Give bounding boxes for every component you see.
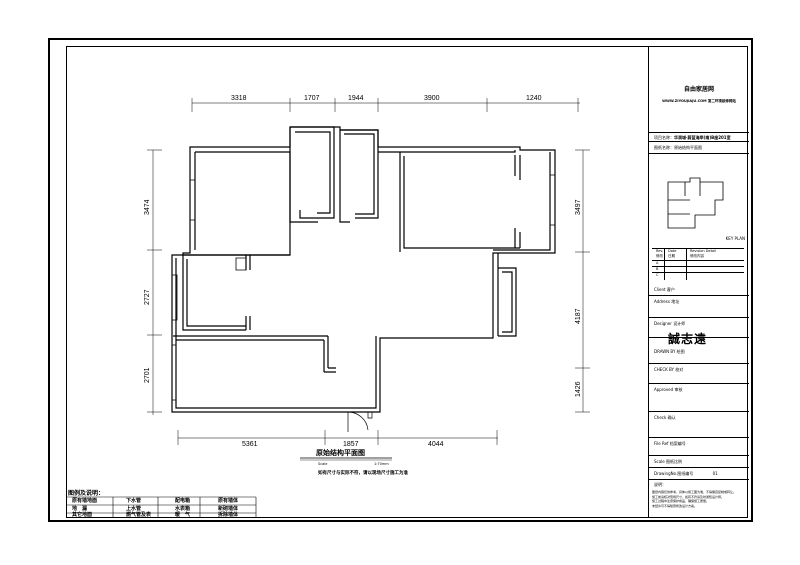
dim-right-1: 3497 [575, 199, 582, 215]
drawn-by-row: DRAWN BY 绘图 [649, 346, 749, 364]
approved-row: Approved 审核 [649, 384, 749, 412]
drawing-name-value: 原始结构平面图 [674, 145, 702, 150]
column [235, 257, 247, 271]
rev-header-rev-cn: 修改 [656, 254, 663, 258]
legend-item: 水表箱 [175, 506, 191, 512]
legend-item: 地 漏 [72, 506, 88, 512]
note-line-2: 施工前请核对现场尺寸，如有不符请及时通知设计师。 [652, 494, 725, 499]
note-line-3: 施工过程中注意保护成品，确保施工质量。 [652, 499, 710, 503]
rev-header-date-cn: 日期 [668, 254, 675, 258]
project-row: 项目名称：华润城·蔚蓝海岸(南)B座201室 [649, 132, 749, 142]
project-value: 华润城·蔚蓝海岸(南)B座201室 [674, 135, 731, 140]
inner-border [66, 46, 748, 518]
key-plan-label: KEY PLAN [725, 236, 745, 241]
drawing-title: 原始结构平面图 [316, 449, 365, 457]
drawing-name-label: 图纸名称： [654, 145, 674, 150]
dim-top-5: 1240 [526, 95, 542, 102]
legend-title: 图例及说明： [68, 490, 105, 497]
dim-bottom-1: 5361 [242, 441, 258, 448]
dim-bottom-3: 4044 [428, 441, 444, 448]
project-label: 项目名称： [654, 135, 674, 140]
rev-row-c: C [656, 273, 659, 277]
dim-top-4: 3900 [424, 95, 440, 102]
legend-item: 暖 气 [175, 512, 191, 518]
window-left-2 [171, 274, 178, 321]
rev-header-rev: Rev. [656, 249, 664, 253]
drawing-note: 如有尺寸与实际不符，请以现场尺寸施工为准 [318, 471, 408, 476]
legend-item: 新砌墙体 [218, 506, 239, 512]
legend-item: 下水管 [126, 498, 142, 504]
dim-left-2: 2727 [144, 289, 151, 305]
company-subtitle: WWW.ZIYOUJIAJU.COM 第二环境装修网站 [662, 99, 736, 103]
designer-row: Designer 设计师 [649, 318, 749, 338]
dim-right-3: 1426 [575, 381, 582, 397]
notes-block: 图纸内容仅供参考，具体以施工图为准，不得擅自复制或转让。 施工前请核对现场尺寸，… [652, 490, 744, 508]
window-right [549, 174, 556, 226]
bay-window [498, 267, 517, 337]
rev-row-b: B [656, 267, 659, 271]
outer-wall [171, 126, 556, 413]
room-bath-left [289, 126, 335, 223]
dimension-lines [147, 98, 590, 445]
scale-label: Scale [318, 462, 328, 466]
dim-top-2: 1707 [304, 95, 320, 102]
rev-header-detail: Revision Detail [690, 249, 717, 253]
scale-row: Scale 图纸比例 [649, 456, 749, 468]
drawing-no-row: DrawingNo.图纸编号 01 [649, 468, 749, 480]
scale-value: 1:70mm [374, 462, 389, 466]
key-plan-thumbnail [667, 177, 724, 229]
floor-plan [171, 126, 556, 432]
drawing-no-label: DrawingNo.图纸编号 [654, 471, 694, 476]
rev-row-a: A [656, 261, 659, 265]
title-block: 自由家居网 WWW.ZIYOUJIAJU.COM 第二环境装修网站 项目名称：华… [648, 46, 749, 518]
dimension-text: 3318 1707 1944 3900 1240 5361 1857 4044 … [144, 95, 582, 448]
room-bath-right [339, 129, 379, 223]
designer-signature: 誠志遠 [668, 332, 708, 346]
window-left-3 [171, 344, 177, 401]
legend-item: 原有墙地面 [72, 498, 98, 504]
legend-item: 其它地面 [72, 512, 93, 518]
dim-left-3: 2701 [144, 367, 151, 383]
drawing-no-value: 01 [712, 471, 718, 476]
legend-item: 配电箱 [175, 498, 191, 504]
window-left-1 [189, 179, 196, 221]
dim-right-2: 4187 [575, 308, 582, 324]
address-row: Address 地址 [649, 296, 749, 318]
outer-border [48, 38, 753, 522]
company-name: 自由家居网 [683, 86, 714, 93]
legend-item: 燃气管及表 [126, 512, 152, 518]
rev-header-detail-cn: 修改内容 [690, 254, 704, 258]
dim-top-1: 3318 [231, 95, 247, 102]
file-ref-row: File Ref 档案编号 [649, 438, 749, 456]
check-by-row: CHECK BY 校对 [649, 364, 749, 384]
dim-bottom-2: 1857 [343, 441, 359, 448]
entry-door [347, 411, 373, 432]
legend-item: 原有墙体 [218, 498, 239, 504]
notes-label: 说明： [654, 482, 666, 487]
client-row: Client 客户 [649, 284, 749, 296]
note-line-1: 图纸内容仅供参考，具体以施工图为准，不得擅自复制或转让。 [652, 490, 737, 494]
legend-item: 拆除墙体 [218, 512, 239, 518]
dim-left-1: 3474 [144, 199, 151, 215]
note-line-4: 未经许可不得随意修改设计方案。 [652, 503, 698, 508]
check-row: Check 确认 [649, 412, 749, 438]
room-top-right [399, 152, 521, 252]
dim-top-3: 1944 [348, 95, 364, 102]
revision-table: Rev. Date Revision Detail 修改 日期 修改内容 A B… [652, 248, 744, 280]
legend-grid [66, 496, 257, 518]
rev-header-date: Date [668, 249, 677, 253]
legend-item: 上水管 [126, 506, 142, 512]
drawing-name-row: 图纸名称：原始结构平面图 [649, 142, 749, 154]
